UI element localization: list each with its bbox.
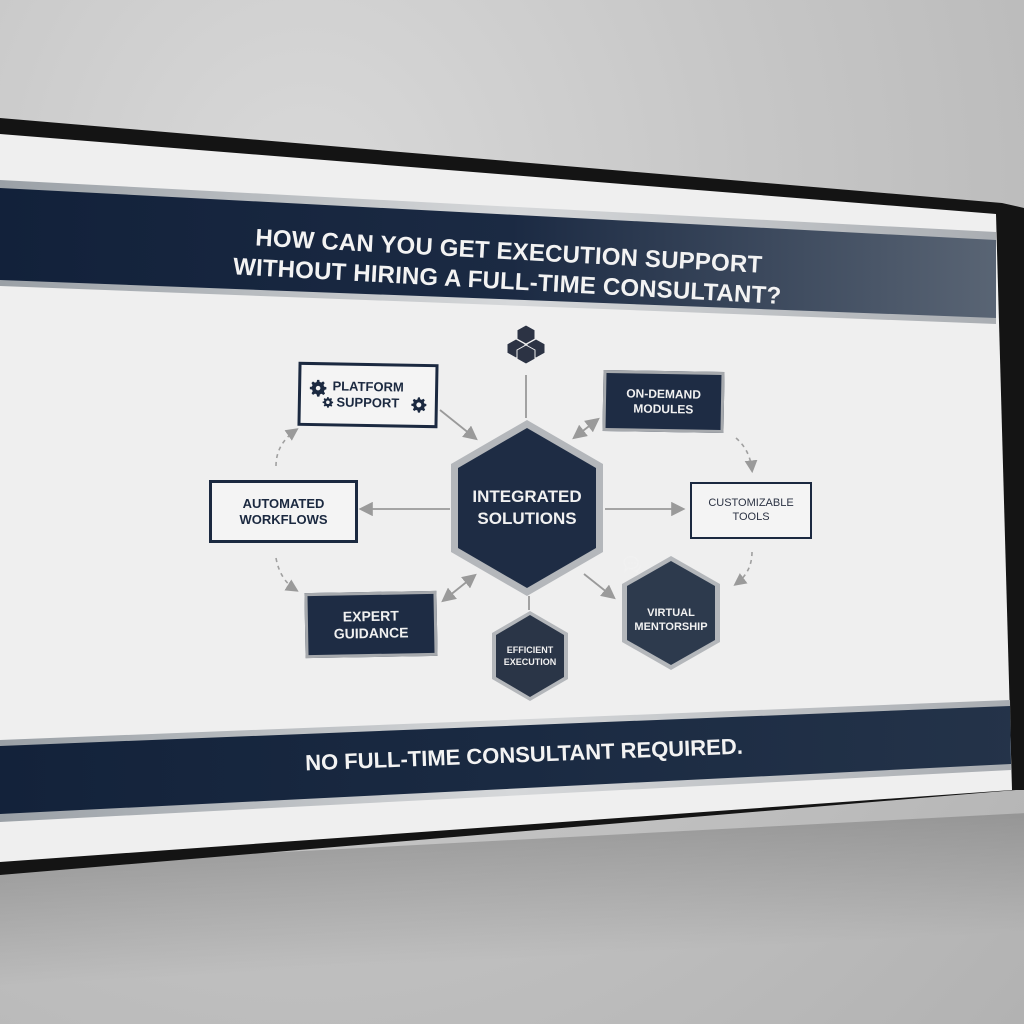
node-label-line-2: EXECUTION — [503, 657, 557, 667]
gear-icon-small — [321, 395, 335, 414]
node-label-line-2: TOOLS — [732, 510, 770, 523]
node-label-line-1: EFFICIENT — [506, 645, 554, 655]
gear-icon-right — [409, 395, 429, 420]
node-label-line-2: SUPPORT — [336, 394, 400, 411]
node-efficient-execution[interactable]: EFFICIENT EXECUTION — [491, 610, 569, 702]
node-on-demand-modules[interactable]: ON-DEMAND MODULES — [602, 369, 725, 434]
node-label-line-1: AUTOMATED — [242, 495, 325, 511]
node-label-line-1: ON-DEMAND — [626, 386, 702, 402]
center-hexagon-integrated-solutions[interactable]: INTEGRATED SOLUTIONS — [449, 418, 605, 598]
node-label-line-1: VIRTUAL — [647, 607, 695, 619]
node-label-line-2: GUIDANCE — [333, 623, 409, 642]
center-label-line-1: INTEGRATED — [472, 487, 582, 506]
node-label-line-1: EXPERT — [342, 607, 399, 625]
node-label-line-2: MENTORSHIP — [634, 621, 708, 633]
node-customizable-tools[interactable]: CUSTOMIZABLE TOOLS — [690, 482, 812, 539]
node-label-line-2: WORKFLOWS — [239, 511, 328, 527]
center-label-line-2: SOLUTIONS — [477, 509, 577, 528]
gear-icon — [307, 377, 329, 404]
node-label-line-1: CUSTOMIZABLE — [708, 497, 794, 510]
node-expert-guidance[interactable]: EXPERT GUIDANCE — [304, 590, 438, 659]
node-label-line-1: PLATFORM — [332, 378, 404, 396]
node-virtual-mentorship[interactable]: VIRTUAL MENTORSHIP — [621, 555, 721, 671]
node-label-line-2: MODULES — [633, 400, 694, 417]
node-platform-support[interactable]: PLATFORM SUPPORT — [297, 361, 439, 429]
node-automated-workflows[interactable]: AUTOMATED WORKFLOWS — [209, 480, 358, 543]
blocks-icon — [505, 324, 547, 366]
